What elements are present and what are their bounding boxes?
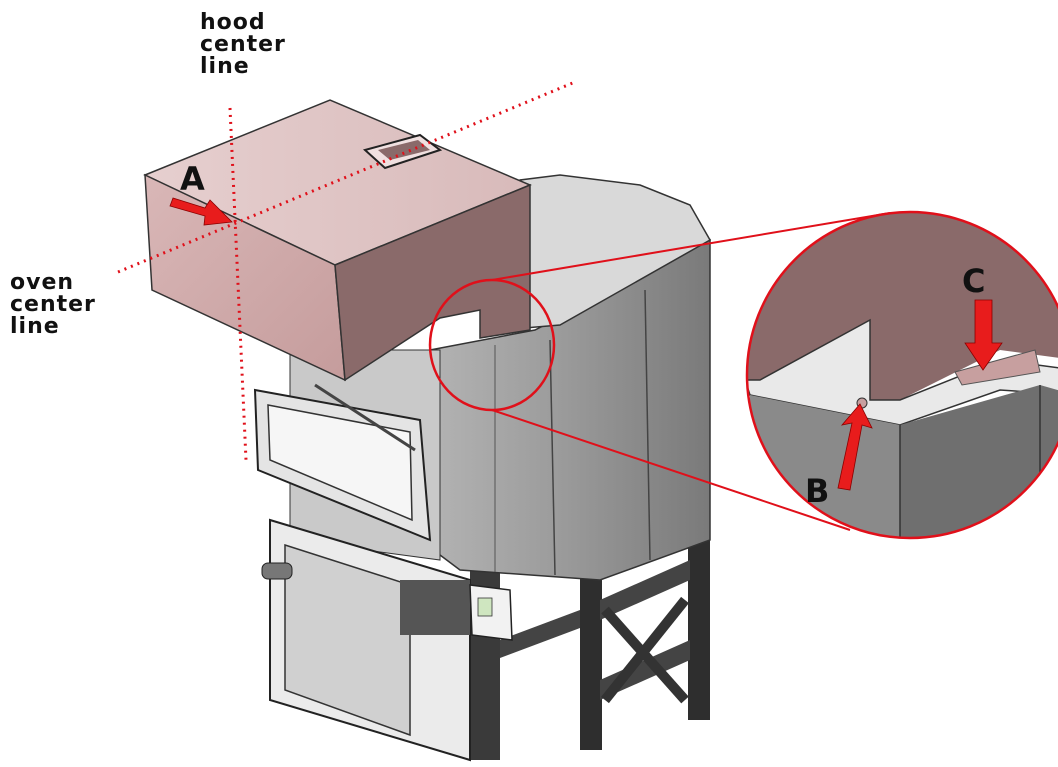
callout-b: B <box>805 472 829 510</box>
hood-label-line1: hood <box>200 10 266 35</box>
oven-center-line-label: oven center line <box>10 272 96 338</box>
hood-center-line-label: hood center line <box>200 12 286 78</box>
detail-circle <box>745 210 1058 540</box>
oven-label-line1: oven <box>10 270 75 295</box>
arrow-a-icon <box>169 197 233 226</box>
zoom-indicator <box>428 212 891 531</box>
hood-label-line2: center <box>200 32 286 57</box>
hood-center-line <box>228 107 248 461</box>
hood-label-line3: line <box>200 54 250 79</box>
firebox-door <box>261 518 471 762</box>
oven-label-line3: line <box>10 314 60 339</box>
callout-c: C <box>962 262 985 300</box>
arrow-b-icon <box>837 403 873 491</box>
arrow-c-icon <box>964 299 1003 371</box>
detail-magnifier <box>747 212 1058 538</box>
control-box <box>469 584 513 641</box>
oven-label-line2: center <box>10 292 96 317</box>
hood <box>143 99 532 382</box>
callout-a: A <box>180 160 205 198</box>
center-lines <box>117 80 576 461</box>
oven-door <box>253 383 432 542</box>
